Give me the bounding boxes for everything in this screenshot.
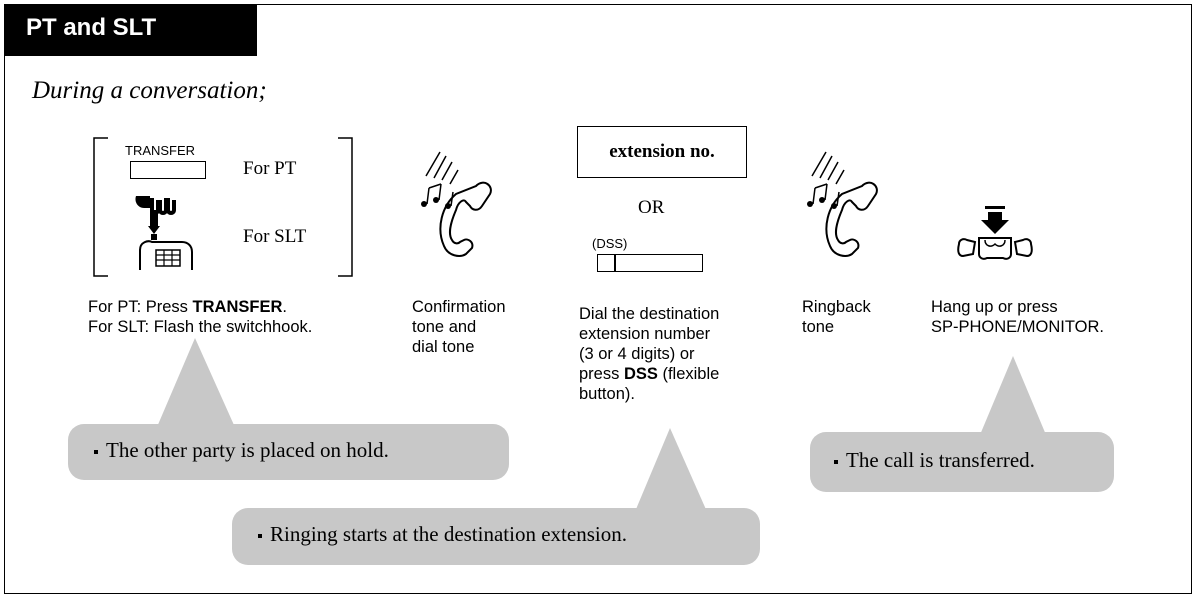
- hang-up-icon: [957, 206, 1033, 260]
- hold-note: The other party is placed on hold.: [68, 424, 509, 480]
- ringing-bubble-tail: [634, 428, 708, 514]
- step1-bracket-group: [93, 137, 353, 277]
- for-pt-label: For PT: [243, 158, 297, 179]
- transferred-note: The call is transferred.: [810, 432, 1114, 492]
- for-slt-label: For SLT: [243, 226, 307, 247]
- extension-number-box: extension no.: [577, 126, 747, 178]
- dss-label: (DSS): [592, 236, 628, 251]
- intro-text: During a conversation;: [32, 77, 267, 104]
- step4-caption: Ringback tone: [802, 298, 871, 336]
- transferred-bubble-tail: [977, 356, 1049, 442]
- ringing-note: Ringing starts at the destination extens…: [232, 508, 760, 565]
- switchhook-icon: [135, 196, 193, 270]
- step5-caption: Hang up or press SP-PHONE/MONITOR.: [931, 298, 1104, 336]
- hold-bubble-tail: [154, 338, 238, 434]
- dss-key-icon: [597, 254, 703, 272]
- step1-caption: For PT: Press TRANSFER. For SLT: Flash t…: [88, 298, 313, 336]
- section-title: PT and SLT: [4, 4, 257, 56]
- transfer-key-label: TRANSFER: [125, 143, 196, 158]
- handset-tone-icon: [421, 151, 492, 257]
- content-frame: [4, 4, 1192, 594]
- handset-ringback-icon: [807, 151, 878, 257]
- or-label: OR: [638, 197, 665, 218]
- transfer-key-icon: [130, 161, 206, 179]
- step3-caption: Dial the destination extension number (3…: [579, 305, 720, 403]
- step2-caption: Confirmation tone and dial tone: [412, 298, 506, 356]
